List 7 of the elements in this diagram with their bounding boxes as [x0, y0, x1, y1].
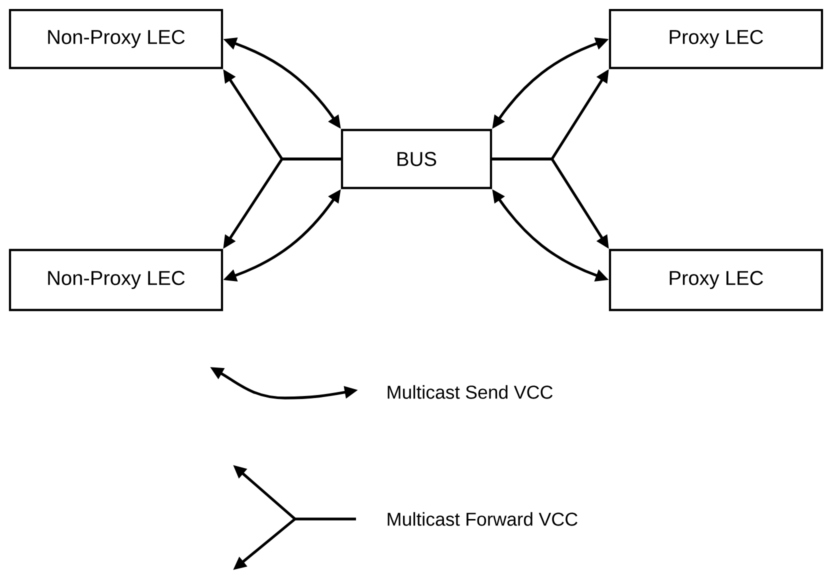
lec-box: Non-Proxy LEC	[8, 8, 224, 70]
lec-box: Proxy LEC	[608, 248, 824, 312]
lec-box: Proxy LEC	[608, 8, 824, 70]
legend-text: Multicast Forward VCC	[388, 512, 578, 526]
legend-text: Multicast Send VCC	[388, 385, 553, 399]
lec-box: Non-Proxy LEC	[8, 248, 224, 312]
lec-box: BUS	[340, 128, 492, 190]
